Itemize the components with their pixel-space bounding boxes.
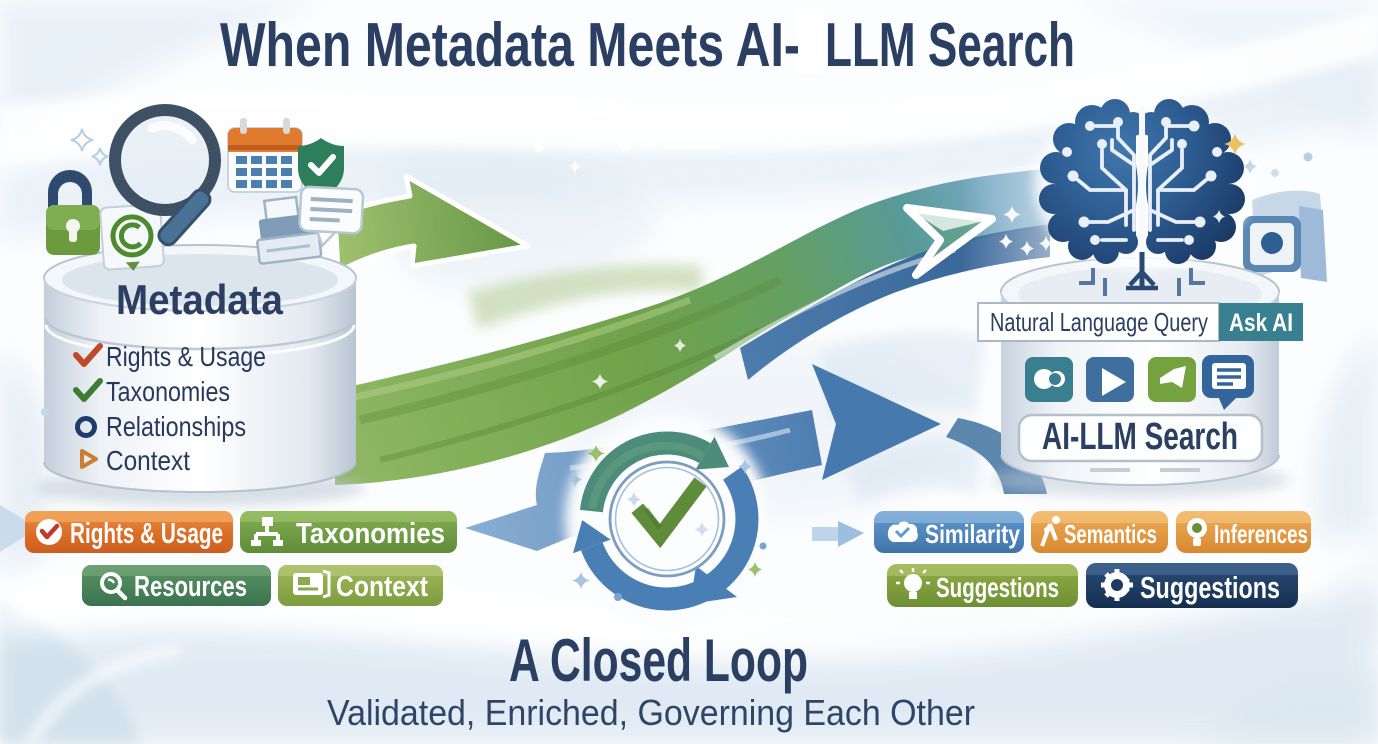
svg-text:Ask AI: Ask AI xyxy=(1229,309,1293,337)
svg-text:Taxonomies: Taxonomies xyxy=(106,376,230,407)
svg-text:A Closed Loop: A Closed Loop xyxy=(509,627,808,694)
svg-text:Semantics: Semantics xyxy=(1064,519,1157,549)
svg-text:Suggestions: Suggestions xyxy=(1140,570,1280,605)
svg-text:AI-LLM Search: AI-LLM Search xyxy=(1042,416,1238,458)
svg-text:Rights & Usage: Rights & Usage xyxy=(70,518,223,550)
svg-text:Taxonomies: Taxonomies xyxy=(296,518,445,550)
svg-text:Suggestions: Suggestions xyxy=(936,572,1059,603)
svg-text:Context: Context xyxy=(336,571,428,603)
svg-text:Rights & Usage: Rights & Usage xyxy=(106,341,266,372)
svg-text:LLM Search: LLM Search xyxy=(825,11,1075,80)
svg-text:Inferences: Inferences xyxy=(1214,519,1308,549)
svg-text:When Metadata Meets AI-: When Metadata Meets AI- xyxy=(220,11,800,80)
svg-text:Natural Language Query: Natural Language Query xyxy=(990,307,1208,337)
svg-text:Validated, Enriched, Governing: Validated, Enriched, Governing Each Othe… xyxy=(327,692,975,733)
svg-text:Context: Context xyxy=(106,445,190,476)
svg-text:Relationships: Relationships xyxy=(106,411,246,442)
svg-text:Metadata: Metadata xyxy=(116,276,284,323)
svg-text:Similarity: Similarity xyxy=(925,519,1020,549)
svg-text:Resources: Resources xyxy=(134,571,247,603)
